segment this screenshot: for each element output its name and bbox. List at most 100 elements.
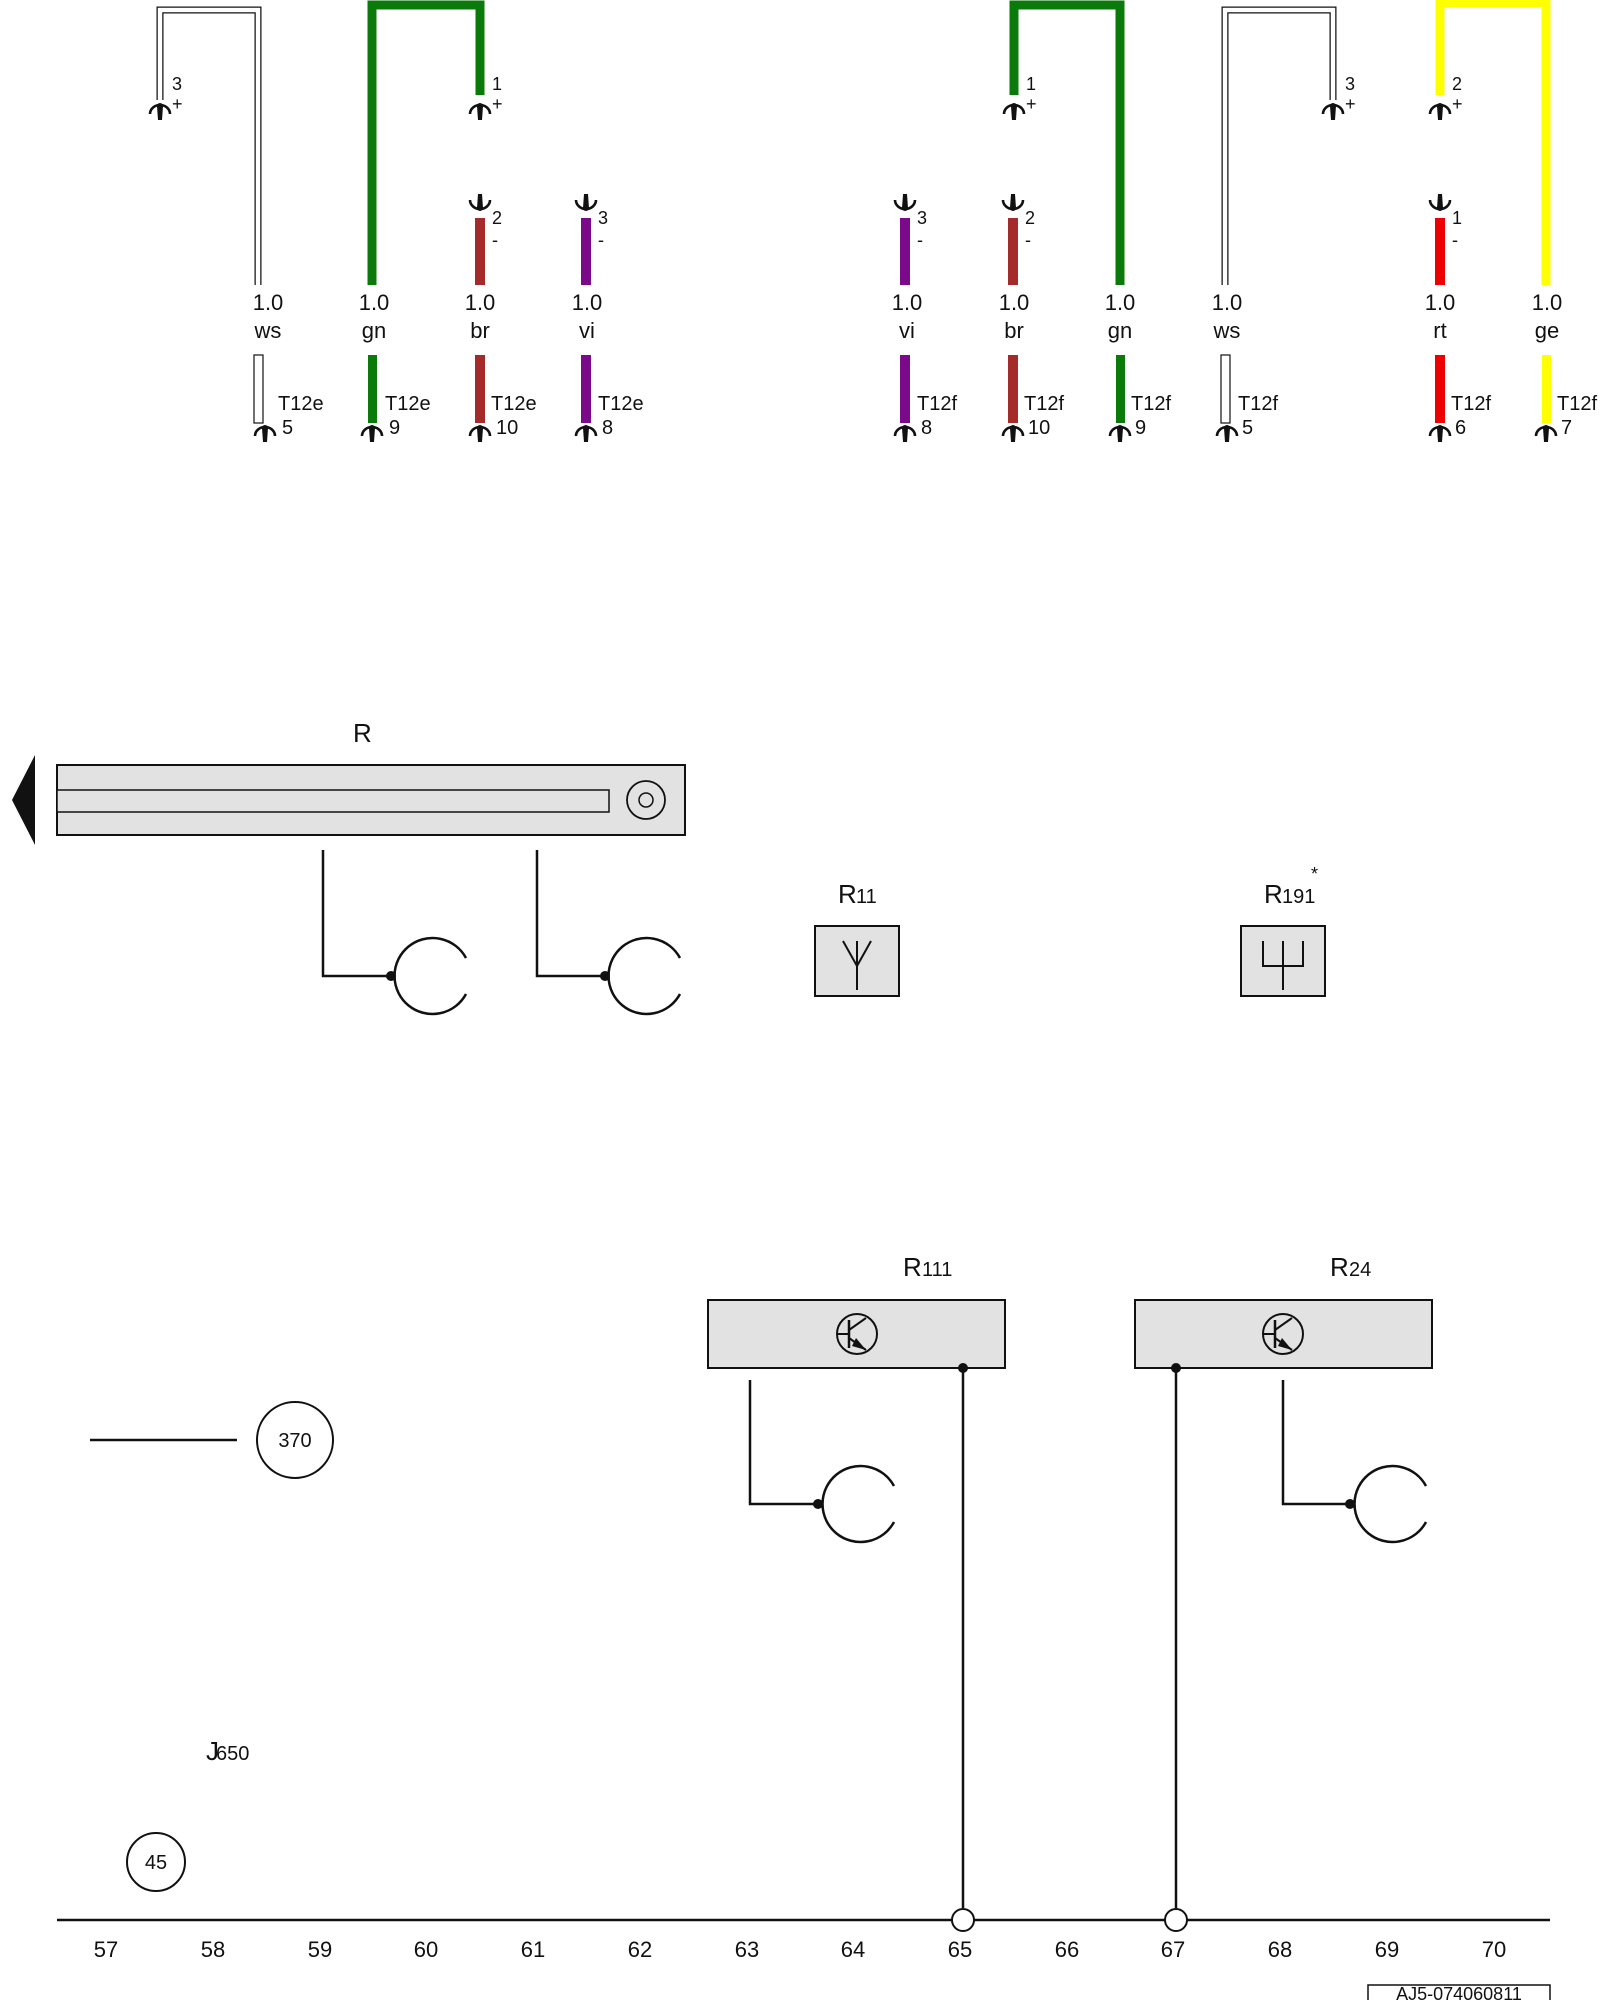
wire-gauge: 1.0 xyxy=(359,290,390,315)
pin-sign: - xyxy=(492,230,498,250)
ground-bus xyxy=(57,1908,1550,1932)
connector-pin: 5 xyxy=(282,417,293,439)
wire-gauge: 1.0 xyxy=(1105,290,1136,315)
wire-ws-left xyxy=(156,6,264,424)
pin-sign: + xyxy=(1026,94,1037,114)
wire-color-code: ws xyxy=(254,318,282,343)
wire-color-code: br xyxy=(470,318,490,343)
component-j650: J 650 xyxy=(206,1736,249,1766)
wire-br-left xyxy=(475,218,485,423)
wire-gauge: 1.0 xyxy=(1212,290,1243,315)
top-terminals xyxy=(148,101,1452,213)
ruler-number: 60 xyxy=(414,1937,438,1962)
wire-gauge: 1.0 xyxy=(253,290,284,315)
reference-number: 45 xyxy=(145,1852,167,1874)
connector-name: T12f xyxy=(1451,393,1491,415)
wire-br-right xyxy=(1008,218,1018,423)
component-subscript: 650 xyxy=(216,1743,249,1765)
pin-number: 3 xyxy=(917,208,927,228)
component-r24: R 24 xyxy=(1134,1252,1433,1908)
component-subscript: 24 xyxy=(1349,1259,1371,1281)
connector-name: T12e xyxy=(385,393,431,415)
ruler-number: 70 xyxy=(1482,1937,1506,1962)
connector-name: T12e xyxy=(491,393,537,415)
component-label: R xyxy=(1264,879,1283,909)
amplifier-symbol-icon xyxy=(1262,1313,1304,1355)
connector-pin: 10 xyxy=(496,417,518,439)
pin-number: 1 xyxy=(1452,208,1462,228)
speaker-connector-icon xyxy=(821,1464,896,1544)
connector-pin: 8 xyxy=(602,417,613,439)
component-label: J xyxy=(206,1736,219,1766)
ruler-number: 68 xyxy=(1268,1937,1292,1962)
pin-number: 3 xyxy=(172,74,182,94)
ruler-number: 59 xyxy=(308,1937,332,1962)
wire-color-code: rt xyxy=(1433,318,1446,343)
connector-pin: 9 xyxy=(389,417,400,439)
wire-color-code: gn xyxy=(1108,318,1132,343)
connector-pin: 9 xyxy=(1135,417,1146,439)
connector-pin: 10 xyxy=(1028,417,1050,439)
connector-name: T12f xyxy=(1557,393,1597,415)
wire-gauge: 1.0 xyxy=(999,290,1030,315)
component-subscript: 111 xyxy=(922,1259,952,1281)
pin-sign: + xyxy=(1345,94,1356,114)
document-id: AJ5-074060811 xyxy=(1396,1984,1522,2000)
wire-color-code: br xyxy=(1004,318,1024,343)
pin-number: 3 xyxy=(598,208,608,228)
connector-pin: 8 xyxy=(921,417,932,439)
connector-pin: 6 xyxy=(1455,417,1466,439)
ruler-number: 63 xyxy=(735,1937,759,1962)
reference-370: 370 xyxy=(90,1401,334,1479)
pin-number: 2 xyxy=(492,208,502,228)
connector-pin: 7 xyxy=(1561,417,1572,439)
wire-gauge-labels: 1.0 ws 1.0 gn 1.0 br 1.0 vi 1.0 vi 1.0 b… xyxy=(253,290,1563,343)
connector-name: T12f xyxy=(917,393,957,415)
wire-ge xyxy=(1435,0,1551,423)
amplifier-symbol-icon xyxy=(836,1313,878,1355)
speaker-connector-icon xyxy=(393,936,468,1016)
ruler-number: 65 xyxy=(948,1937,972,1962)
radio-knob-icon xyxy=(626,780,666,820)
pin-number: 2 xyxy=(1025,208,1035,228)
pin-number: 3 xyxy=(1345,74,1355,94)
wire-color-code: ws xyxy=(1213,318,1241,343)
wire-color-code: vi xyxy=(579,318,595,343)
speaker-connector-icon xyxy=(607,936,682,1016)
arrow-left-icon xyxy=(12,755,35,845)
pin-sign: + xyxy=(172,94,183,114)
component-label: R xyxy=(903,1252,922,1282)
wire-gauge: 1.0 xyxy=(572,290,603,315)
connector-name: T12e xyxy=(598,393,644,415)
ruler-number: 69 xyxy=(1375,1937,1399,1962)
footnote-marker: * xyxy=(1311,864,1318,884)
component-label: R xyxy=(1330,1252,1349,1282)
wire-color-code: gn xyxy=(362,318,386,343)
wire-ws-right xyxy=(1220,6,1337,424)
wire-rt xyxy=(1435,218,1445,423)
speaker-connector-icon xyxy=(1353,1464,1428,1544)
ruler-number: 66 xyxy=(1055,1937,1079,1962)
pin-sign: + xyxy=(1452,94,1463,114)
top-pin-labels: 3 + 1 + 2 - 3 - 3 - 2 - 1 + 3 + 2 + 1 - xyxy=(172,74,1463,250)
component-r111: R 111 xyxy=(707,1252,1006,1908)
pin-number: 1 xyxy=(1026,74,1036,94)
pin-sign: - xyxy=(1452,230,1458,250)
wire-gauge: 1.0 xyxy=(1532,290,1563,315)
component-label: R xyxy=(838,879,857,909)
ruler-number: 64 xyxy=(841,1937,865,1962)
ruler-number: 62 xyxy=(628,1937,652,1962)
wire-gauge: 1.0 xyxy=(465,290,496,315)
current-track-ruler: 57 58 59 60 61 62 63 64 65 66 67 68 69 7… xyxy=(94,1937,1506,1962)
pin-sign: - xyxy=(1025,230,1031,250)
component-r11: R 11 xyxy=(814,879,900,997)
antenna-icon xyxy=(842,940,872,990)
pin-sign: - xyxy=(917,230,923,250)
component-label: R xyxy=(353,718,372,748)
connector-name: T12e xyxy=(278,393,324,415)
wire-vi-left xyxy=(581,218,591,423)
ruler-number: 61 xyxy=(521,1937,545,1962)
wire-color-code: vi xyxy=(899,318,915,343)
